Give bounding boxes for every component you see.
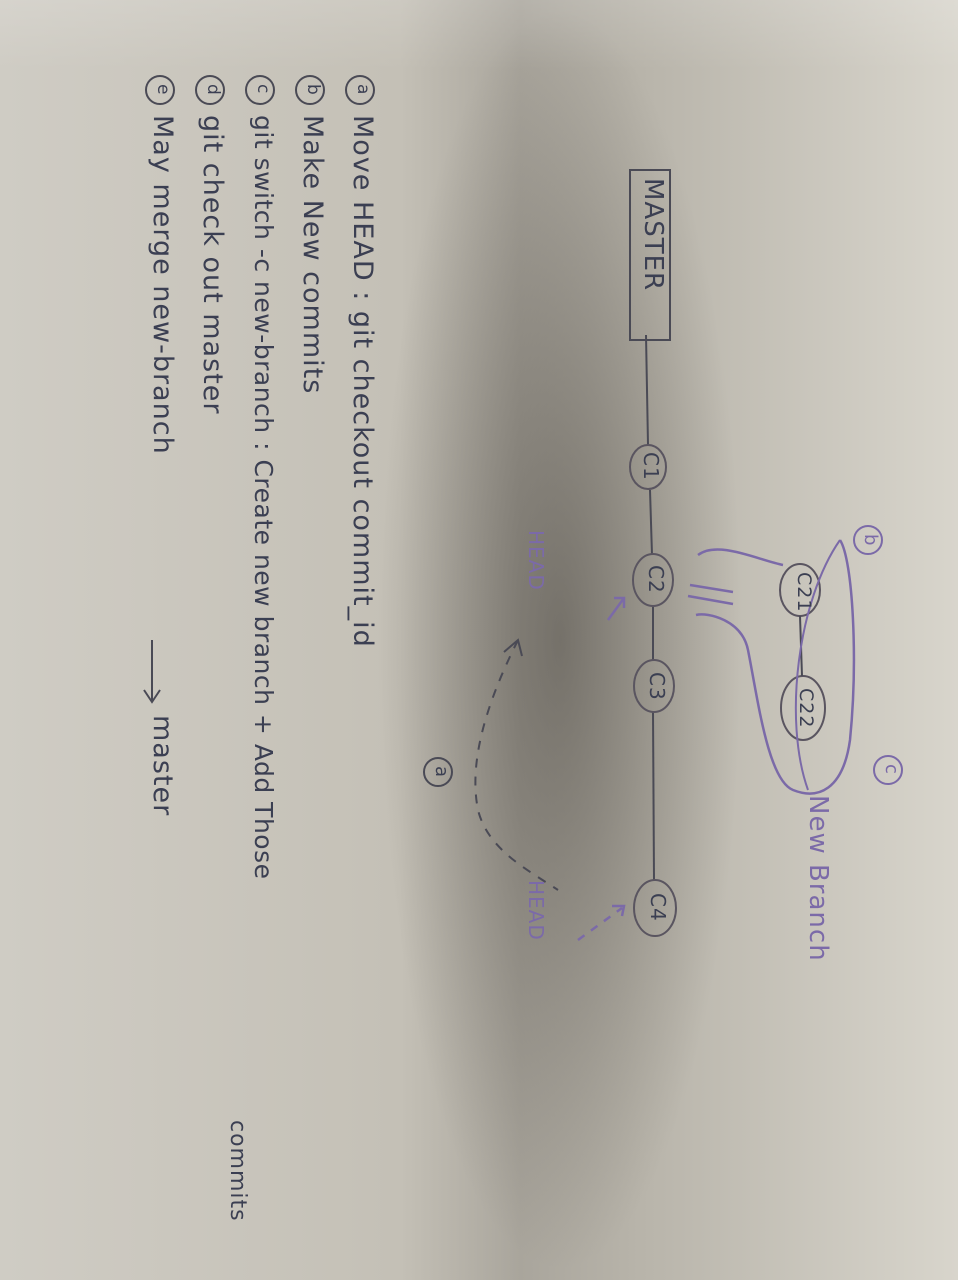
head-c4-label: HEAD: [524, 880, 548, 941]
note-d-marker-circle: [195, 75, 225, 105]
note-a-marker-circle: [345, 75, 375, 105]
note-b-marker-circle: [295, 75, 325, 105]
note-e-text: May merge new-branch: [147, 115, 178, 455]
commit-c4-label: C4: [646, 893, 670, 922]
commit-c2-circle: [632, 553, 674, 607]
master-label: MASTER: [638, 178, 668, 292]
master-c1-link: [645, 334, 649, 446]
marker-a-circle: [423, 757, 453, 787]
commit-c1-circle: [629, 444, 667, 490]
commit-c3-label: C3: [645, 672, 669, 701]
note-d-marker: d: [203, 84, 223, 96]
note-a-marker: a: [353, 84, 373, 96]
branch-tick-1: [689, 583, 734, 594]
master-box: [629, 169, 671, 341]
commit-c3-circle: [633, 659, 675, 713]
marker-a-label: a: [431, 766, 452, 779]
marker-c-circle: [873, 755, 903, 785]
note-c-continuation: commits: [225, 1120, 250, 1222]
branch-connector-outer: [697, 548, 784, 567]
note-e-arrow-target: master: [147, 715, 178, 817]
paper-shading: [0, 0, 958, 70]
head-move-dashed-curve: [474, 639, 559, 891]
note-e-marker-circle: [145, 75, 175, 105]
note-d-text: git check out master: [197, 115, 228, 415]
marker-c-label: c: [881, 764, 902, 775]
c3-c4-link: [652, 711, 655, 881]
commit-c4-circle: [633, 879, 677, 937]
note-a-text: Move HEAD : git checkout commit_id: [347, 115, 378, 648]
c1-c2-link: [649, 489, 653, 556]
commit-c1-label: C1: [639, 452, 663, 481]
branch-tick-2: [687, 594, 734, 606]
note-b-text: Make New commits: [297, 115, 328, 395]
note-c-marker-circle: [245, 75, 275, 105]
commit-c22-circle: [780, 675, 826, 741]
head-c4-arrow: [577, 906, 623, 942]
commit-c21-label: C21: [793, 572, 815, 613]
loop-around-branch-commits: [695, 539, 856, 795]
marker-b-circle: [853, 525, 883, 555]
marker-b-label: b: [860, 534, 881, 547]
head-c2-arrow: [606, 597, 626, 621]
head-c2-label: HEAD: [524, 530, 548, 591]
note-c-text: git switch -c new-branch : Create new br…: [249, 115, 278, 880]
new-branch-label: New Branch: [803, 795, 833, 962]
note-e-marker: e: [153, 84, 173, 96]
loop-inner-curve: [794, 539, 841, 791]
note-b-marker: b: [303, 84, 323, 96]
commit-c2-label: C2: [644, 565, 668, 594]
commit-c22-label: C22: [795, 688, 817, 729]
note-c-marker: c: [253, 84, 273, 95]
